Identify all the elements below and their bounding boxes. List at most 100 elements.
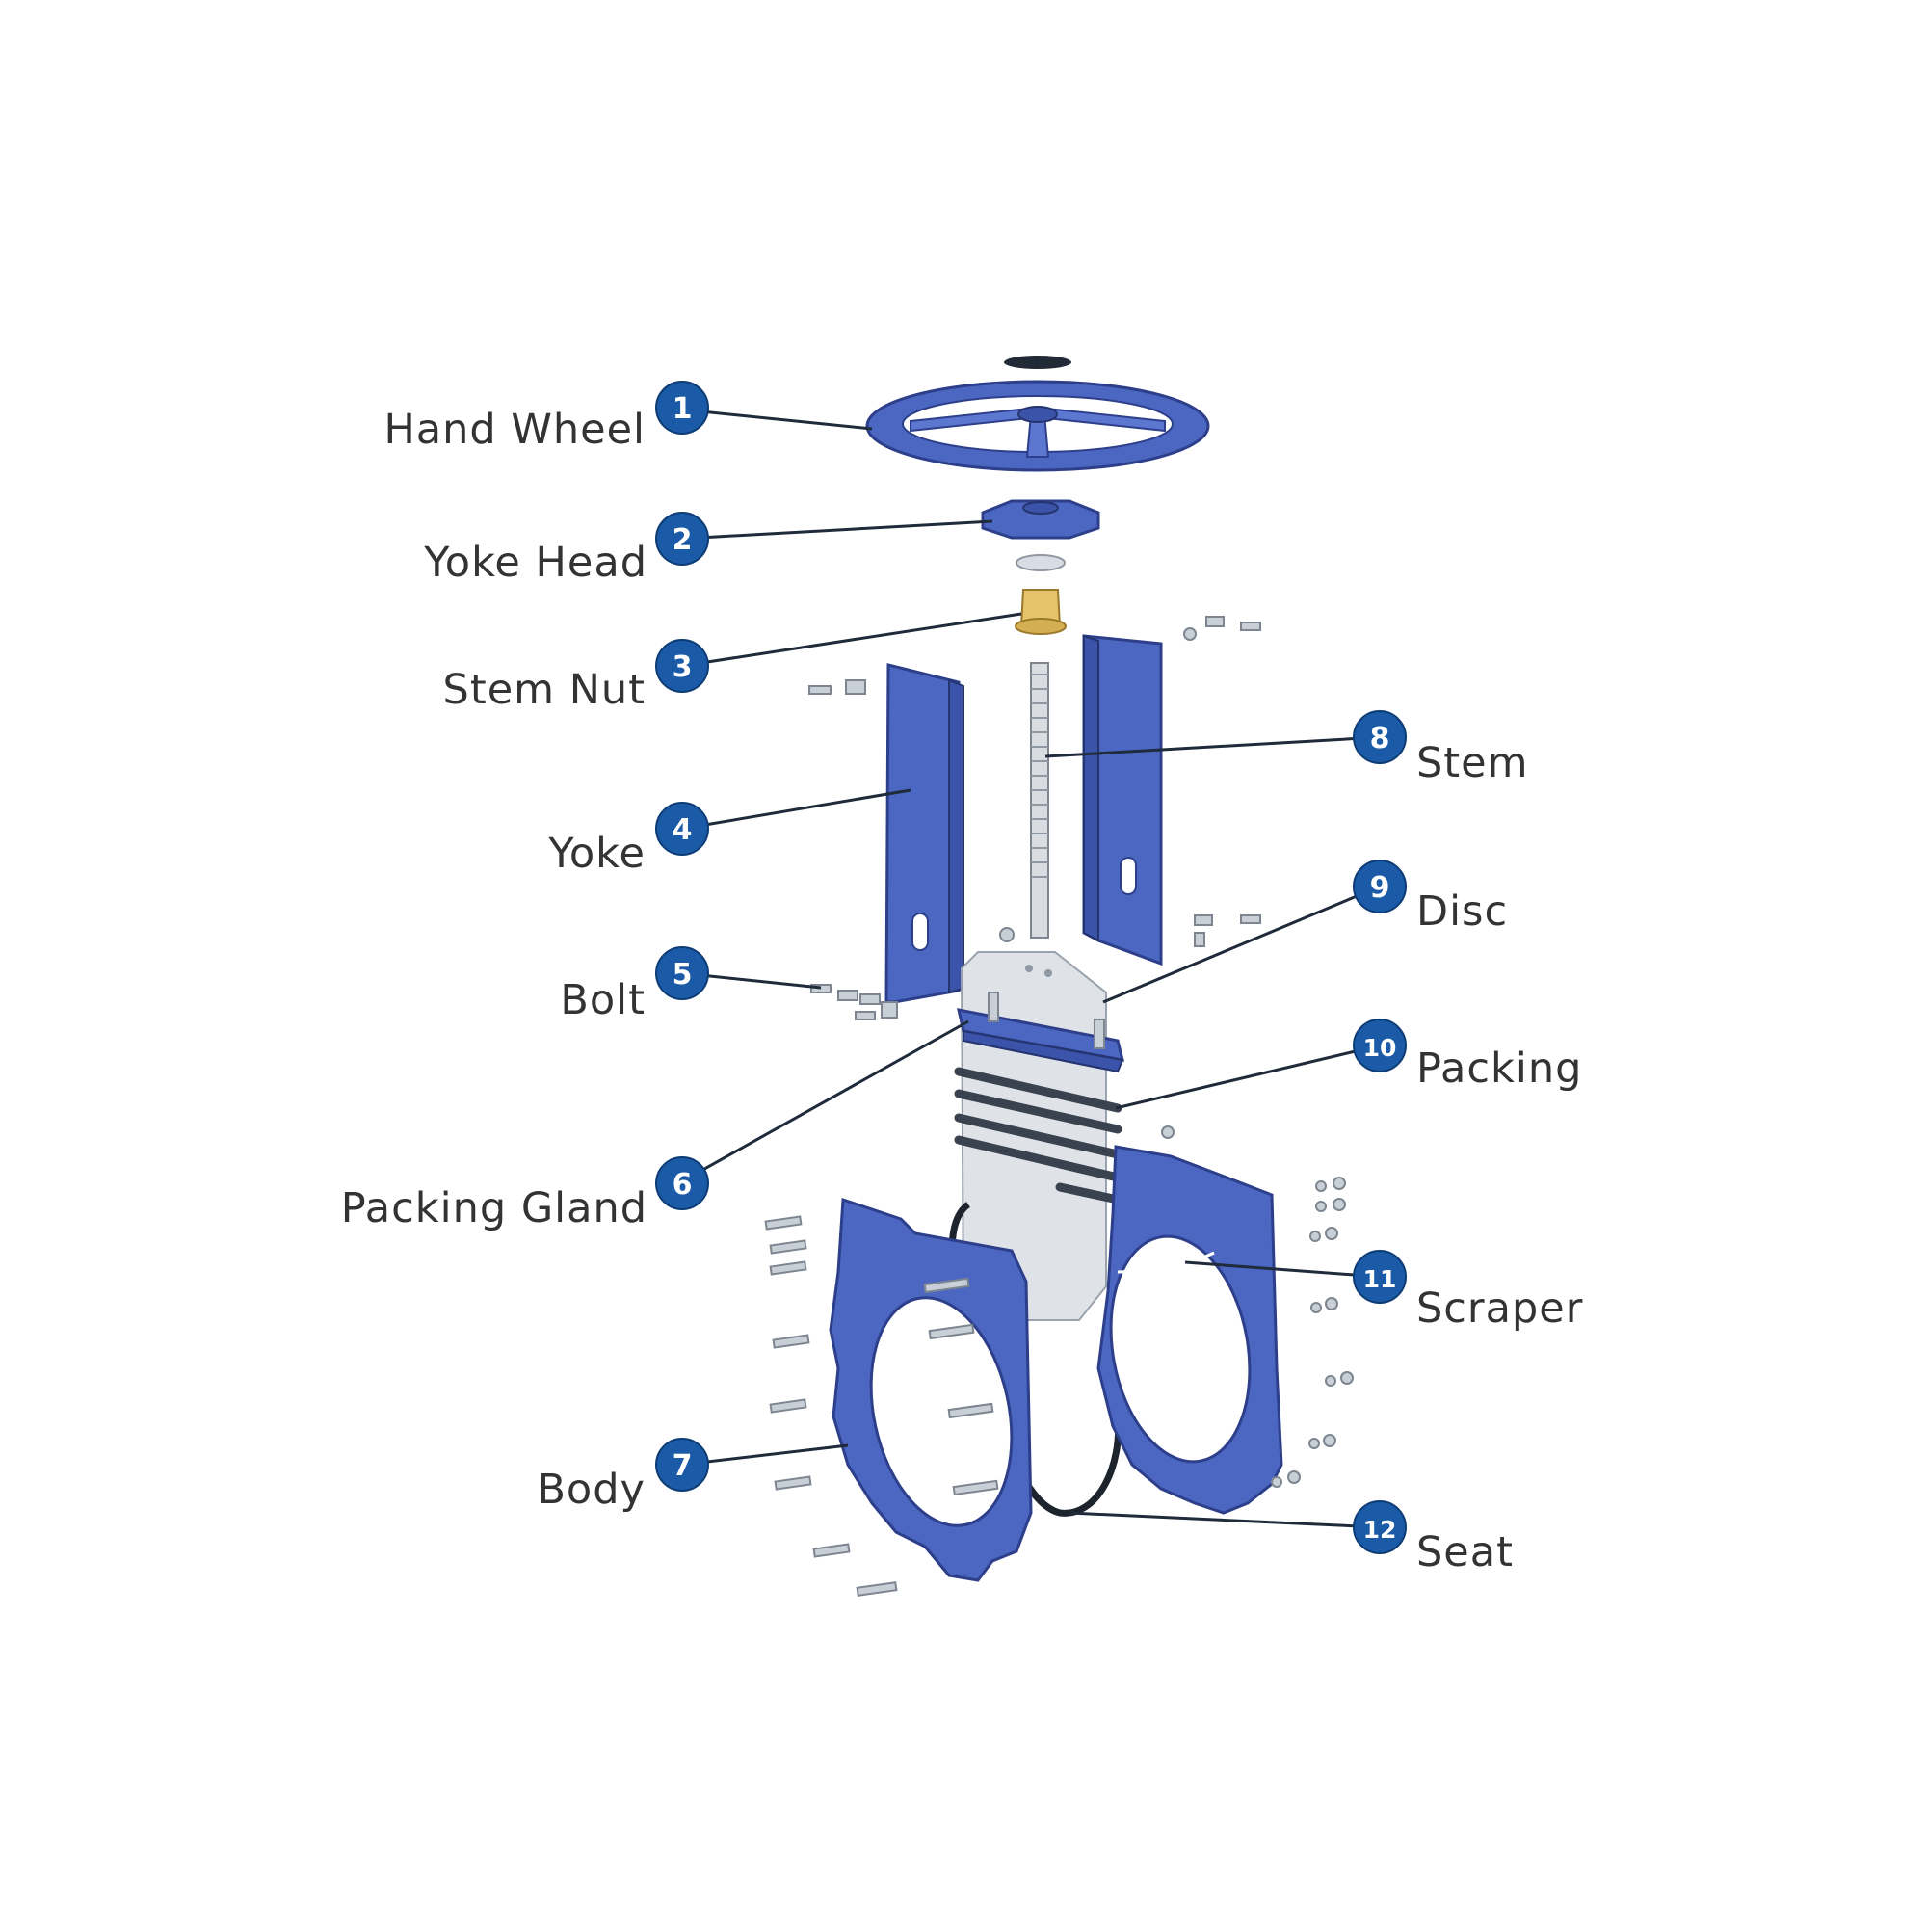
body-bolt [856, 1581, 898, 1597]
nut [1315, 1201, 1327, 1212]
callout-11-badge [1353, 1250, 1407, 1304]
callout-2-badge [655, 512, 709, 566]
callout-2-number: 2 [673, 523, 693, 557]
body-bolt [764, 1215, 803, 1231]
callout-2: 2 Yoke Head [423, 512, 709, 587]
callout-9-label: Disc [1416, 887, 1508, 936]
callout-7-number: 7 [673, 1449, 693, 1483]
callout-4: 4 Yoke [547, 802, 709, 878]
leader-line-6 [681, 1019, 969, 1183]
callout-3: 3 Stem Nut [443, 639, 709, 714]
nut [1308, 1438, 1320, 1449]
yoke-right-edge [1083, 634, 1099, 942]
body-bolt [928, 1323, 975, 1340]
nut [1161, 1125, 1175, 1139]
leader-line-7 [681, 1443, 849, 1467]
nut [1340, 1371, 1354, 1385]
yoke-right-slot [1120, 857, 1137, 895]
callout-7: 7 Body [537, 1438, 709, 1514]
callout-4-badge [655, 802, 709, 856]
callout-6-number: 6 [673, 1168, 693, 1202]
callout-11: 11 Scraper [1353, 1250, 1583, 1333]
packing-ring [954, 1089, 1122, 1134]
stem-thread [1031, 674, 1048, 878]
packing-ring [1055, 1159, 1122, 1204]
yoke-left-plate [884, 663, 961, 1004]
callout-3-badge [655, 639, 709, 693]
callout-10-label: Packing [1416, 1045, 1582, 1093]
body-left-bore [869, 1296, 1014, 1527]
callout-6-label: Packing Gland [341, 1184, 647, 1232]
leader-line-1 [681, 408, 873, 431]
callout-1-badge [655, 381, 709, 435]
gland-face [963, 1029, 1124, 1073]
gland-stud [988, 992, 999, 1022]
yoke-head-part [981, 499, 1100, 571]
nut [1333, 1177, 1346, 1190]
leader-line-3 [681, 612, 1022, 668]
callout-1-label: Hand Wheel [383, 406, 646, 454]
nut [1315, 1180, 1327, 1192]
disc-hole [1025, 965, 1033, 972]
callout-4-label: Yoke [547, 830, 646, 878]
bolts-group [764, 616, 1354, 1597]
callout-10-number: 10 [1363, 1034, 1397, 1062]
leader-line-10 [1115, 1044, 1381, 1110]
body-bolt [812, 1543, 851, 1558]
leader-line-12 [1069, 1511, 1381, 1529]
callout-4-number: 4 [673, 813, 693, 847]
scraper-part [1117, 1251, 1215, 1274]
wheel-cap [1004, 356, 1071, 369]
yoke-left-part [884, 663, 964, 1004]
bolt [855, 1011, 876, 1020]
callout-12-badge [1353, 1500, 1407, 1554]
bolt [859, 993, 881, 1005]
callout-3-label: Stem Nut [443, 666, 646, 714]
nut [1310, 1302, 1322, 1313]
callout-8: 8 Stem [1353, 710, 1528, 787]
packing-ring [954, 1113, 1122, 1159]
body-bolt [769, 1398, 807, 1414]
nut [1325, 1297, 1338, 1310]
bolt [1240, 914, 1261, 924]
body-right-bore [1109, 1234, 1252, 1464]
body-bolt [952, 1479, 999, 1496]
callout-6-badge [655, 1156, 709, 1210]
yoke-head-body [981, 499, 1100, 540]
leader-line-11 [1184, 1260, 1381, 1279]
bolt [1240, 622, 1261, 631]
nut [1325, 1227, 1338, 1240]
hand-wheel-part [865, 356, 1210, 472]
wheel-hub [1017, 406, 1058, 423]
packing-part [954, 1067, 1122, 1204]
nut [999, 927, 1015, 942]
bolt [837, 990, 858, 1001]
callout-11-label: Scraper [1416, 1284, 1583, 1333]
nut [1323, 1434, 1336, 1447]
yoke-left-edge [948, 678, 964, 994]
bolt [810, 984, 832, 993]
disc-hole [1044, 969, 1052, 977]
callout-7-badge [655, 1438, 709, 1492]
callout-10: 10 Packing [1353, 1019, 1582, 1093]
stem-nut-part [1015, 589, 1067, 635]
bolt [1205, 616, 1225, 627]
body-right-part [1096, 1145, 1283, 1515]
callout-3-number: 3 [673, 650, 693, 684]
packing-ring [954, 1067, 1122, 1113]
yoke-right-part [1082, 634, 1163, 966]
callout-6: 6 Packing Gland [341, 1156, 709, 1232]
callout-11-number: 11 [1363, 1265, 1397, 1293]
callout-9-number: 9 [1370, 871, 1390, 905]
callout-5: 5 Bolt [560, 946, 709, 1024]
callout-2-label: Yoke Head [423, 539, 647, 587]
nut [881, 1001, 898, 1019]
callout-8-number: 8 [1370, 722, 1390, 755]
callout-12-number: 12 [1363, 1516, 1397, 1544]
gland-stud [1094, 1019, 1105, 1049]
nut [1183, 627, 1197, 641]
stem-part [1030, 662, 1049, 939]
nut [1309, 1231, 1321, 1242]
nut [1333, 1198, 1346, 1211]
